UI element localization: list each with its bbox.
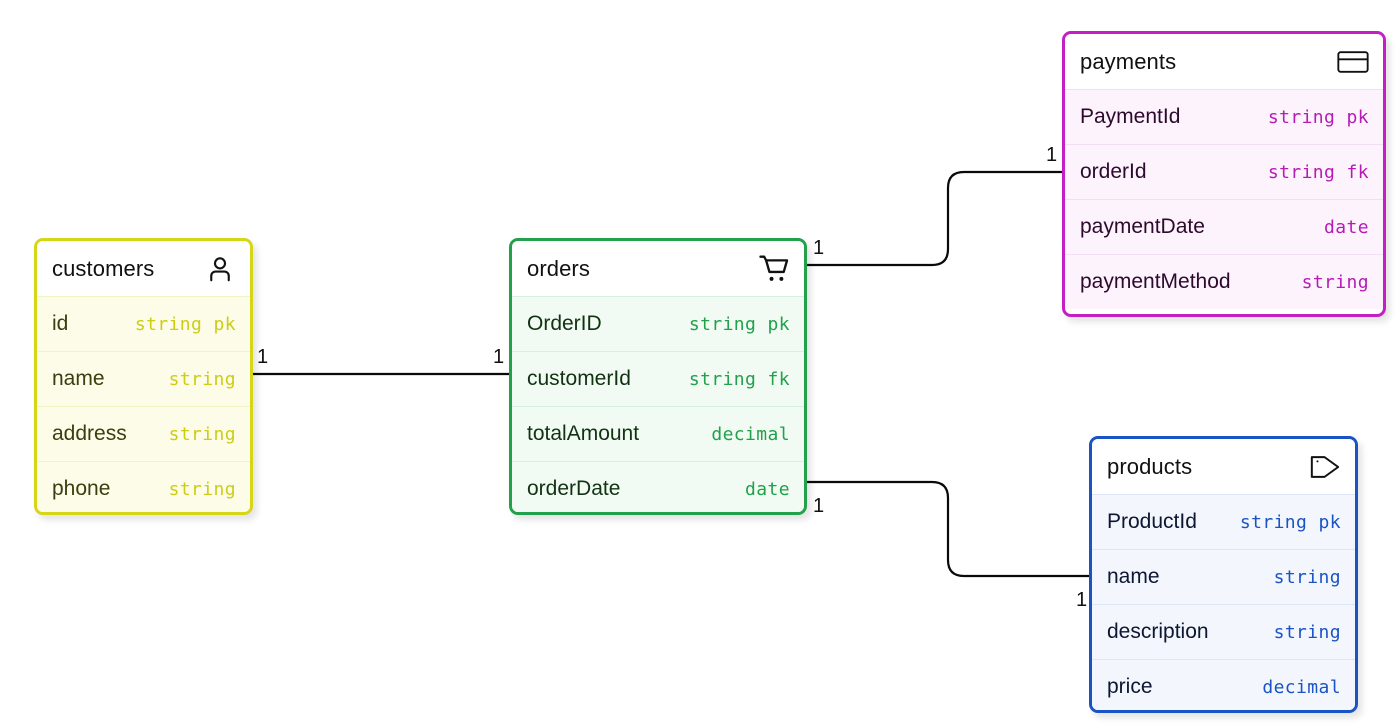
entity-title: orders — [527, 255, 590, 281]
relationship-line[interactable] — [799, 480, 1097, 578]
attribute-row[interactable]: OrderID string pk — [512, 296, 804, 351]
entity-products[interactable]: products ProductId string pk name string… — [1089, 436, 1358, 713]
cardinality-label: 1 — [813, 495, 825, 517]
entity-orders[interactable]: orders OrderID string pk customerId stri… — [509, 238, 807, 515]
attribute-row[interactable]: orderDate date — [512, 461, 804, 512]
cardinality-label: 1 — [257, 346, 269, 368]
attribute-name: orderDate — [527, 477, 621, 500]
attribute-row[interactable]: name string — [37, 351, 250, 406]
attribute-name: id — [52, 312, 69, 335]
attribute-name: name — [1107, 565, 1160, 588]
cardinality-label: 1 — [1076, 589, 1088, 611]
attribute-name: paymentDate — [1080, 215, 1205, 238]
entity-title: products — [1107, 453, 1193, 479]
attribute-name: address — [52, 422, 127, 445]
shopping-cart-icon — [758, 253, 790, 285]
attribute-row[interactable]: name string — [1092, 549, 1355, 604]
relationship-customers-orders[interactable] — [239, 369, 522, 379]
attribute-row[interactable]: customerId string fk — [512, 351, 804, 406]
entity-header: payments — [1065, 34, 1383, 89]
attribute-name: price — [1107, 675, 1153, 698]
cardinality-label: 1 — [1046, 144, 1058, 166]
entity-payments[interactable]: payments PaymentId string pk orderId str… — [1062, 31, 1386, 317]
attribute-row[interactable]: ProductId string pk — [1092, 494, 1355, 549]
entity-title: customers — [52, 255, 155, 281]
price-tag-icon — [1309, 451, 1341, 483]
attribute-row[interactable]: address string — [37, 406, 250, 461]
attribute-type: string — [1273, 566, 1341, 588]
relationship-orders-payments[interactable] — [794, 167, 1075, 270]
attribute-type: string — [168, 368, 236, 390]
attribute-name: customerId — [527, 367, 631, 390]
attribute-row[interactable]: price decimal — [1092, 659, 1355, 710]
attribute-type: string — [168, 423, 236, 445]
attribute-row[interactable]: orderId string fk — [1065, 144, 1383, 199]
relationship-line[interactable] — [799, 170, 1070, 267]
attribute-row[interactable]: paymentMethod string — [1065, 254, 1383, 309]
attribute-type: decimal — [1262, 676, 1341, 698]
credit-card-icon — [1337, 46, 1369, 78]
attribute-type: date — [1324, 216, 1369, 238]
attribute-name: name — [52, 367, 105, 390]
attribute-row[interactable]: PaymentId string pk — [1065, 89, 1383, 144]
attribute-type: string pk — [688, 313, 790, 335]
relationship-orders-products[interactable] — [794, 477, 1102, 581]
attribute-type: string — [1301, 271, 1369, 293]
attribute-row[interactable]: description string — [1092, 604, 1355, 659]
attribute-row[interactable]: id string pk — [37, 296, 250, 351]
attribute-row[interactable]: paymentDate date — [1065, 199, 1383, 254]
attribute-name: orderId — [1080, 160, 1147, 183]
attribute-name: phone — [52, 477, 111, 500]
cardinality-label: 1 — [493, 346, 505, 368]
attribute-type: string fk — [1267, 161, 1369, 183]
attribute-name: ProductId — [1107, 510, 1197, 533]
entity-title: payments — [1080, 48, 1177, 74]
person-icon — [204, 253, 236, 285]
entity-header: customers — [37, 241, 250, 296]
attribute-type: string pk — [1267, 106, 1369, 128]
attribute-name: paymentMethod — [1080, 270, 1231, 293]
cardinality-label: 1 — [813, 237, 825, 259]
attribute-type: date — [745, 478, 790, 500]
attribute-row[interactable]: phone string — [37, 461, 250, 512]
attribute-type: string — [168, 478, 236, 500]
attribute-type: decimal — [711, 423, 790, 445]
attribute-type: string fk — [688, 368, 790, 390]
entity-header: products — [1092, 439, 1355, 494]
entity-header: orders — [512, 241, 804, 296]
attribute-type: string — [1273, 621, 1341, 643]
entity-customers[interactable]: customers id string pk name string addre… — [34, 238, 253, 515]
attribute-type: string pk — [1239, 511, 1341, 533]
attribute-name: description — [1107, 620, 1209, 643]
attribute-name: PaymentId — [1080, 105, 1181, 128]
attribute-type: string pk — [134, 313, 236, 335]
attribute-name: totalAmount — [527, 422, 640, 445]
attribute-row[interactable]: totalAmount decimal — [512, 406, 804, 461]
attribute-name: OrderID — [527, 312, 602, 335]
